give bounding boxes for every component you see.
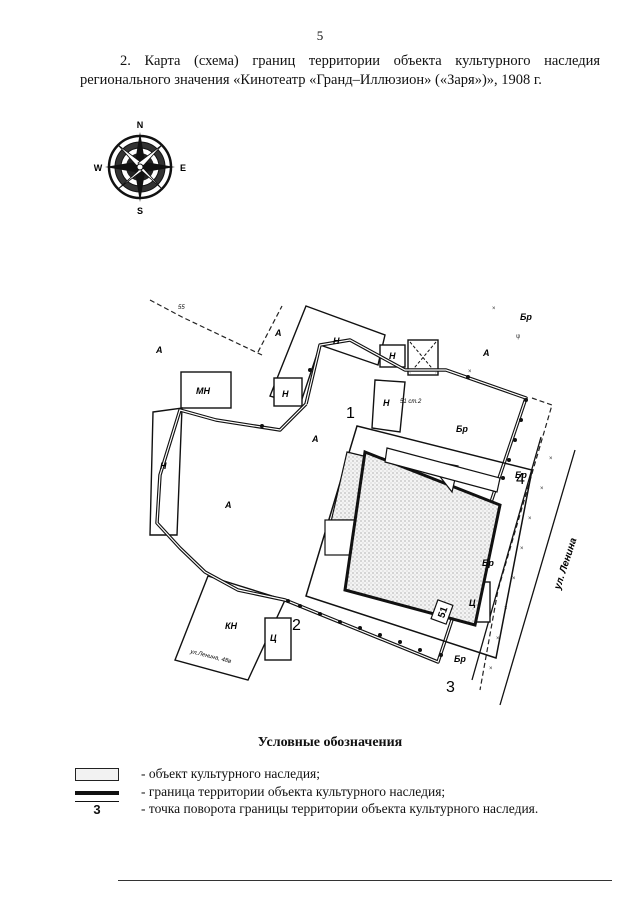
svg-text:×: × [489,666,493,672]
label-n-1: Н [333,336,340,346]
street-lines [471,436,576,706]
page-number: 5 [316,28,324,43]
legend-item-text: - объект культурного наследия; [141,766,321,781]
svg-text:×: × [492,306,496,312]
label-a-3: А [311,434,319,444]
compass-north: N [137,120,144,130]
legend-item-boundary: - граница территории объекта культурного… [75,784,635,802]
label-a-2: А [274,328,282,338]
heading-line-1: 2. Карта (схема) границ территории объек… [120,53,600,69]
label-house-55: 55 [178,305,185,311]
legend-item-text: - точка поворота границы территории объе… [141,801,539,816]
svg-text:×: × [520,546,524,552]
heading-line-2: регионального значения «Кинотеатр «Гранд… [80,72,542,88]
label-br-2: Бр [456,424,468,434]
label-n-5: Н [160,461,167,471]
footer-rule [118,880,612,881]
label-br-4: Бр [482,558,494,568]
svg-text:×: × [468,369,472,375]
label-a-1: А [155,345,163,355]
label-br-5: Бр [454,654,466,664]
legend-item-heritage-object: - объект культурного наследия; [75,766,635,784]
legend-item-turning-point: 3 - точка поворота границы территории об… [75,801,635,819]
boundary-line-icon [75,791,119,795]
turning-point-2: 2 [292,617,301,634]
label-br-3: Бр [515,470,527,480]
label-n-2: Н [282,389,289,399]
turning-point-3: 3 [446,679,455,696]
adjacent-plot-lines [149,299,553,691]
svg-text:×: × [549,456,553,462]
svg-text:51: 51 [436,605,450,620]
svg-text:×: × [540,486,544,492]
label-a-5: А [482,348,490,358]
legend-item-text: - граница территории объекта культурного… [141,784,446,799]
compass-south: S [137,206,143,216]
label-kn: КН [225,621,238,631]
compass-west: W [94,163,103,173]
svg-text:×: × [528,516,532,522]
label-n-4: Н [383,398,390,408]
boundary-dots [260,368,528,657]
area-labels: А А А А А Н Н Н Н Н МН КН Ц Ц Бр Бр Бр Б… [155,312,532,664]
building-cross-lines [409,341,437,374]
map-scheme: N S W E ××× ××× ×× ×ψ× [94,120,580,706]
compass-east: E [180,163,186,173]
legend-title: Условные обозначения [257,735,403,750]
label-house-51-st2: 51 ст.2 [400,399,422,405]
front-canopy [384,447,501,493]
heritage-object-swatch-icon [75,768,119,781]
label-ts-2: Ц [469,598,476,608]
turning-point-number-icon: 3 [75,801,119,818]
turning-points: 1 2 3 4 [292,405,525,696]
heritage-object-main [343,449,502,627]
turning-point-1: 1 [346,405,355,422]
compass-rose-icon: N S W E [94,120,186,216]
street-name-lenina: ул. Ленина [552,536,579,592]
label-a-4: А [224,500,232,510]
site-plot-outline [305,425,533,659]
label-ts-1: Ц [270,633,277,643]
label-n-3: Н [389,351,396,361]
label-mn: МН [196,386,210,396]
svg-text:×: × [496,636,500,642]
label-br-1: Бр [520,312,532,322]
svg-text:ψ: ψ [516,334,520,340]
house-number-badge: 51 [430,599,454,625]
document-heading: 2. Карта (схема) границ территории объек… [80,52,600,90]
street-markers: ××× ××× ×× ×ψ× [468,306,553,672]
svg-text:×: × [512,576,516,582]
turning-point-4: 4 [516,471,525,488]
